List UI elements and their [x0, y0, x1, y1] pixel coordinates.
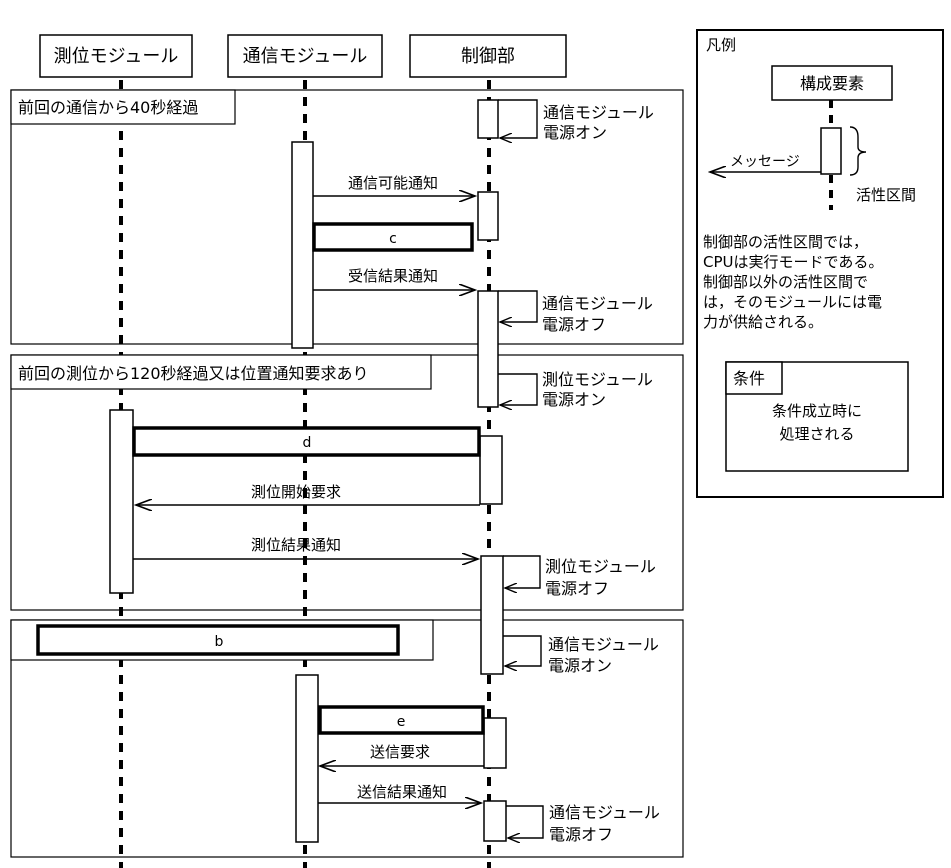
participants: 測位モジュール 通信モジュール 制御部 — [39, 34, 567, 78]
participant-box-comm — [227, 34, 383, 78]
legend-condition-text-line-2: 処理される — [779, 425, 854, 443]
self-message-comm-power-on-2-arrow — [503, 635, 542, 666]
frame-1-condition: 前回の通信から40秒経過 — [18, 98, 198, 117]
activation-control-6 — [483, 717, 507, 769]
activation-control-3 — [477, 290, 499, 408]
activation-positioning — [109, 409, 134, 594]
activations — [109, 99, 507, 843]
message-e: e — [397, 714, 406, 730]
activation-control-4 — [479, 435, 503, 505]
frame-1-tag — [10, 89, 236, 125]
message-pos-start: 測位開始要求 — [251, 483, 341, 501]
legend-component: 構成要素 — [800, 74, 864, 93]
activation-control-1 — [477, 99, 499, 139]
message-pos-result: 測位結果通知 — [251, 536, 341, 554]
legend-title: 凡例 — [706, 36, 736, 54]
message-c: c — [389, 231, 397, 247]
self-messages: 通信モジュール 電源オン 通信モジュール 電源オフ 測位モジュール 電源オン 測… — [498, 99, 660, 844]
frame-communication: 前回の通信から40秒経過 — [10, 89, 684, 345]
legend-condition-label: 条件 — [733, 369, 765, 388]
legend-activation-bar — [820, 127, 842, 175]
self-message-comm-power-off-1-line2: 電源オフ — [542, 315, 606, 334]
self-message-comm-power-off-2-line2: 電源オフ — [549, 825, 613, 844]
message-blank-c — [312, 222, 474, 252]
activation-comm-2 — [295, 674, 319, 843]
message-recv-result: 受信結果通知 — [348, 267, 438, 285]
legend-note-line-4: は，そのモジュールには電 — [703, 293, 882, 311]
self-message-comm-power-off-1-line1: 通信モジュール — [542, 294, 653, 313]
self-message-comm-power-on-2-line2: 電源オン — [548, 656, 612, 675]
frame-1-border — [10, 89, 684, 345]
legend-note-line-2: CPUは実行モードである。 — [703, 253, 883, 271]
frame-3-blank-b — [36, 624, 400, 656]
message-blank-e — [318, 705, 485, 735]
frame-3-condition: b — [215, 634, 224, 650]
self-message-comm-power-off-2-line1: 通信モジュール — [549, 803, 660, 822]
legend-note-line-5: 力が供給される。 — [703, 313, 823, 331]
message-d: d — [303, 435, 312, 451]
self-message-pos-power-off-line1: 測位モジュール — [545, 557, 656, 576]
self-message-comm-power-on-2-line1: 通信モジュール — [548, 635, 659, 654]
legend-activation-brace — [849, 126, 867, 176]
message-send-result: 送信結果通知 — [357, 783, 447, 801]
frame-2-tag — [10, 354, 432, 390]
legend-component-box — [771, 65, 893, 101]
legend-note-line-1: 制御部の活性区間では， — [703, 233, 868, 251]
self-message-pos-power-on-line1: 測位モジュール — [542, 370, 653, 389]
self-message-comm-power-on-1-line1: 通信モジュール — [543, 103, 654, 122]
participant-box-positioning — [39, 34, 193, 78]
self-message-pos-power-off-line2: 電源オフ — [545, 579, 609, 598]
frame-transmission: b — [10, 619, 684, 858]
self-message-pos-power-on-line2: 電源オン — [542, 390, 606, 409]
message-comm-ready: 通信可能通知 — [348, 174, 438, 192]
activation-comm-1 — [291, 141, 314, 349]
activation-control-7 — [483, 800, 507, 842]
activation-control-5 — [480, 555, 504, 675]
frame-2-condition: 前回の測位から120秒経過又は位置通知要求あり — [18, 364, 369, 383]
legend: 凡例 構成要素 メッセージ 活性区間 制御部の活性区間では， CPUは実行モード… — [696, 29, 944, 498]
frame-positioning: 前回の測位から120秒経過又は位置通知要求あり — [10, 354, 684, 611]
self-message-pos-power-on-arrow — [498, 373, 538, 405]
message-send-request: 送信要求 — [370, 743, 430, 761]
message-blank-d — [132, 426, 481, 457]
participant-comm: 通信モジュール — [243, 46, 368, 67]
legend-note-line-3: 制御部以外の活性区間で — [703, 273, 868, 291]
legend-condition-tag — [725, 361, 783, 395]
legend-activation: 活性区間 — [856, 186, 916, 204]
participant-positioning: 測位モジュール — [54, 46, 179, 67]
self-message-comm-power-off-2-arrow — [506, 805, 544, 838]
self-message-comm-power-off-1-arrow — [498, 290, 538, 322]
participant-control: 制御部 — [461, 46, 515, 67]
participant-box-control — [409, 34, 567, 78]
self-message-pos-power-off-arrow — [503, 555, 541, 588]
messages: 通信可能通知 c 受信結果通知 d 測位開始要求 測位結果通知 e 送信要求 送… — [132, 174, 485, 803]
legend-condition-text-line-1: 条件成立時に — [772, 402, 862, 420]
self-message-comm-power-on-1-line2: 電源オン — [543, 123, 607, 142]
legend-message: メッセージ — [730, 154, 800, 170]
activation-control-2 — [477, 191, 499, 241]
self-message-comm-power-on-1-arrow — [498, 99, 538, 138]
